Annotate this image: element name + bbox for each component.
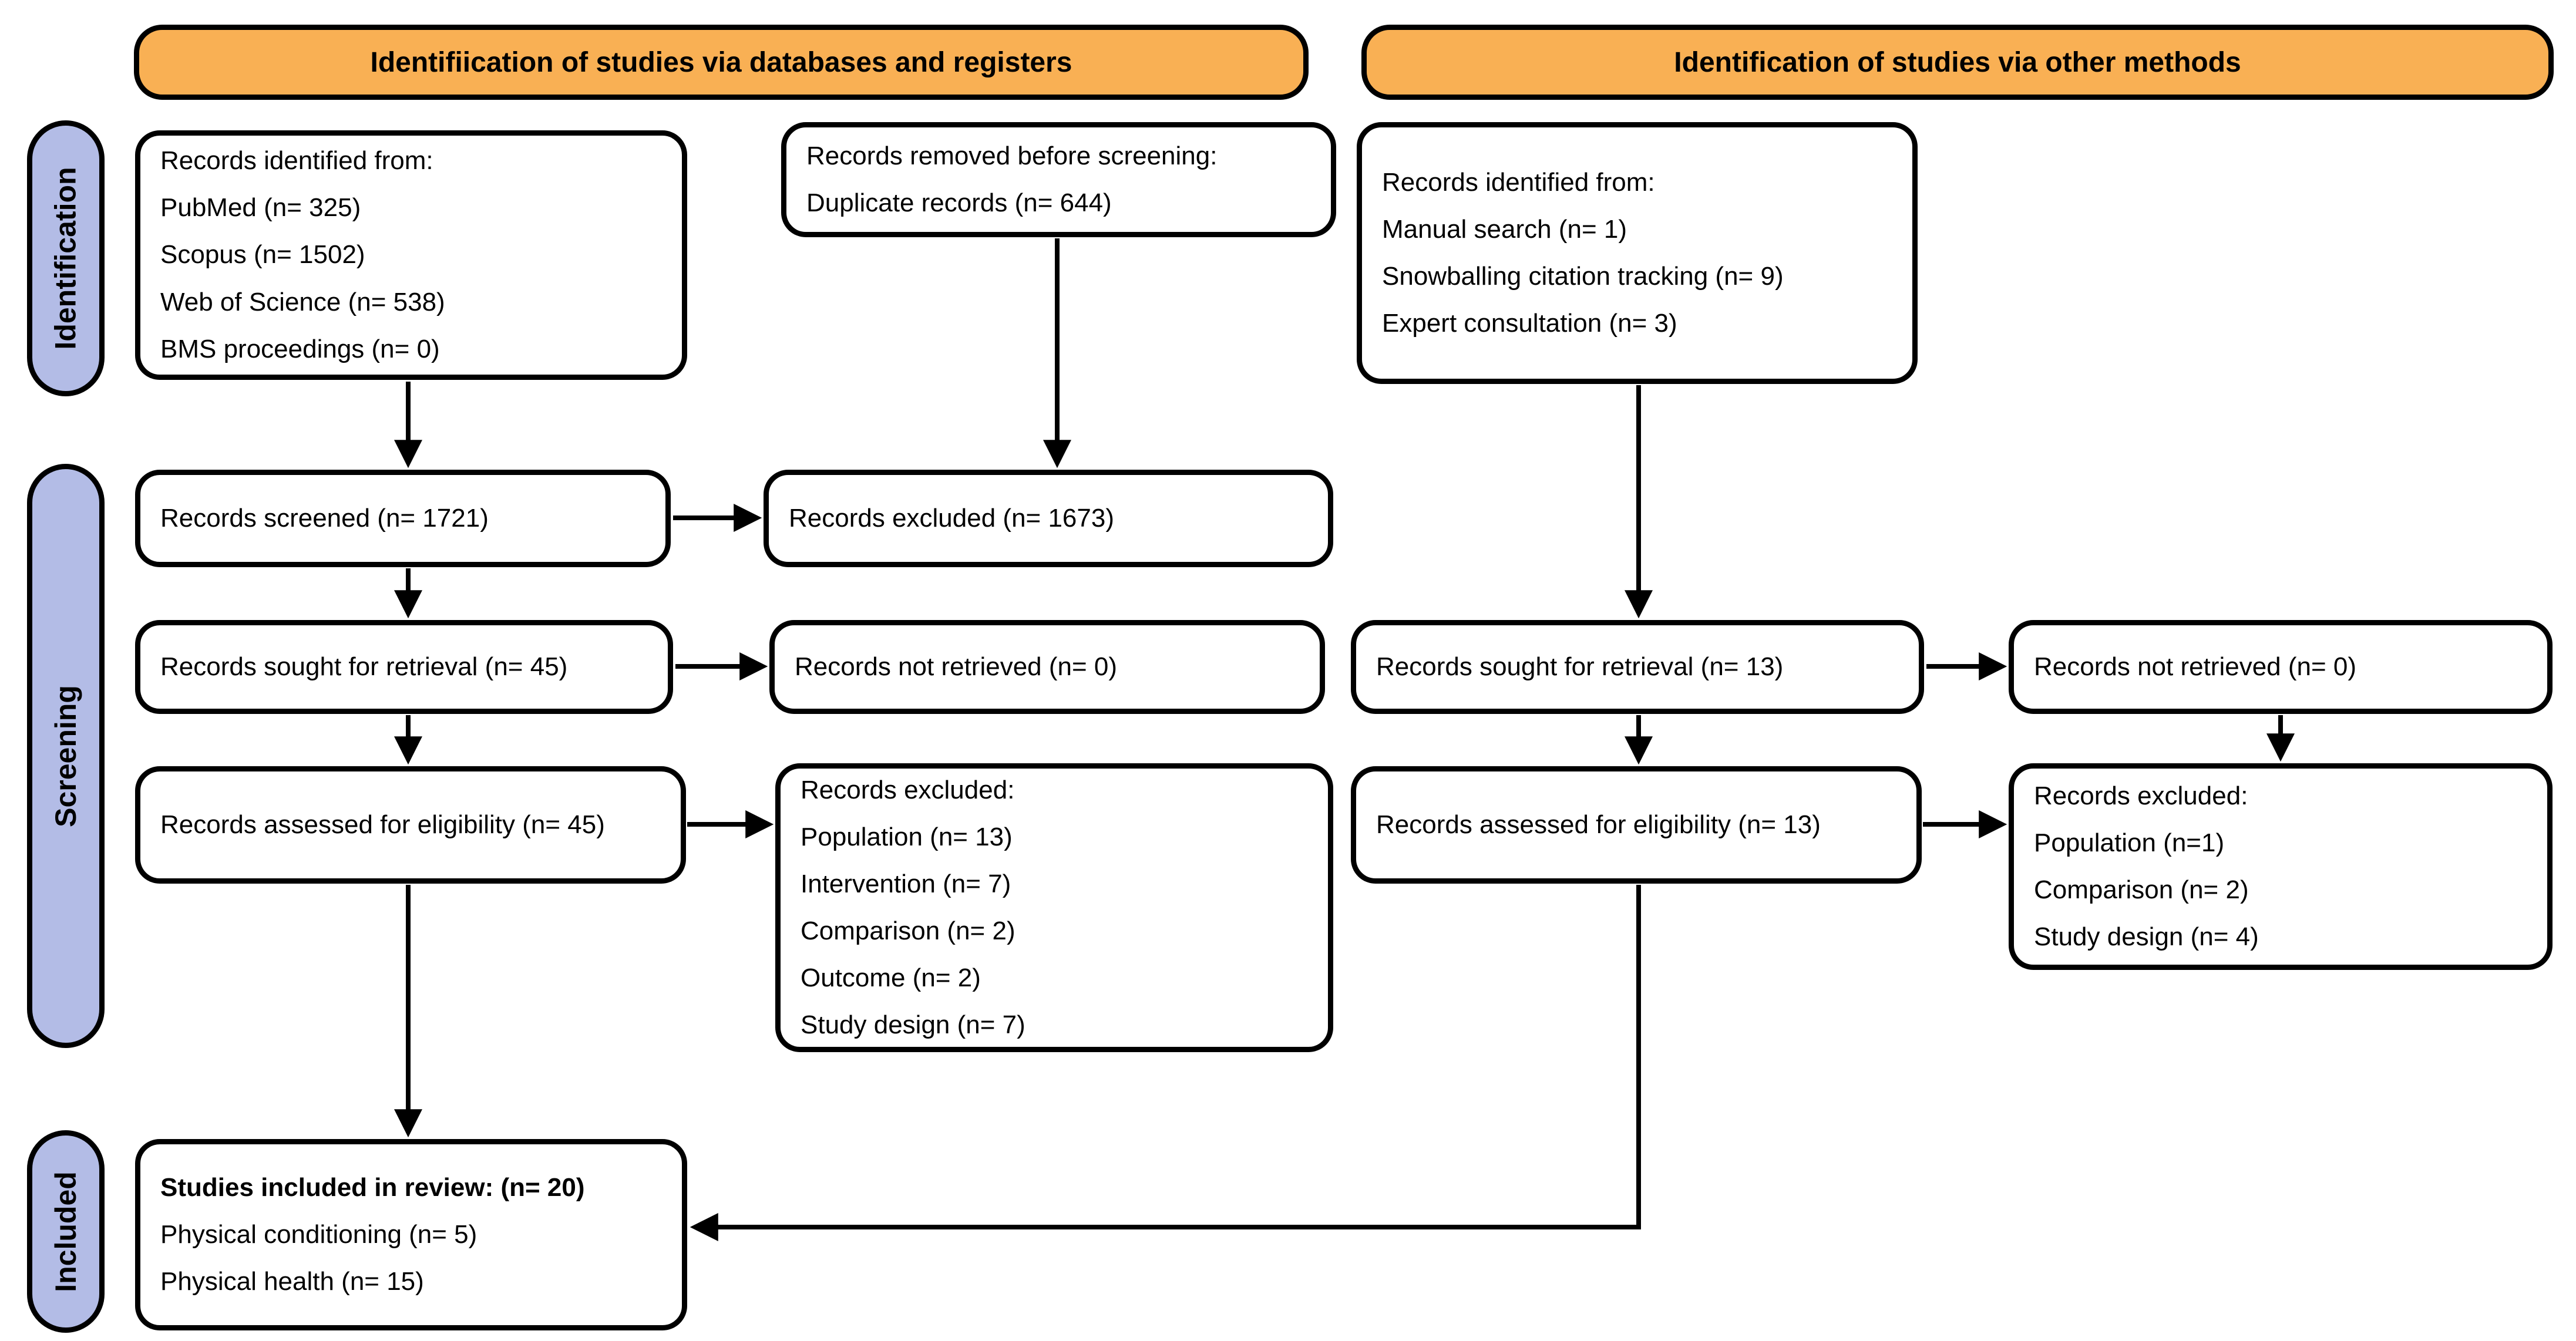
box-line: Records screened (n= 1721) bbox=[160, 503, 489, 533]
header-databases-label: Identifiication of studies via databases… bbox=[370, 46, 1072, 78]
box-other-records-excluded-eligibility: Records excluded: Population (n=1) Compa… bbox=[2009, 763, 2553, 970]
box-line: Records identified from: bbox=[160, 146, 433, 176]
box-db-records-not-retrieved: Records not retrieved (n= 0) bbox=[769, 620, 1325, 714]
box-other-records-assessed: Records assessed for eligibility (n= 13) bbox=[1351, 766, 1922, 884]
box-line: Records assessed for eligibility (n= 45) bbox=[160, 810, 605, 839]
box-line: Scopus (n= 1502) bbox=[160, 240, 365, 269]
box-line: Duplicate records (n= 644) bbox=[806, 188, 1112, 217]
box-line: Studies included in review: (n= 20) bbox=[160, 1172, 585, 1202]
box-line: Records assessed for eligibility (n= 13) bbox=[1376, 810, 1821, 839]
header-other-label: Identification of studies via other meth… bbox=[1674, 46, 2241, 78]
box-line: Intervention (n= 7) bbox=[801, 869, 1011, 898]
box-line: Outcome (n= 2) bbox=[801, 963, 981, 993]
box-other-records-not-retrieved: Records not retrieved (n= 0) bbox=[2009, 620, 2553, 714]
box-line: Study design (n= 4) bbox=[2034, 922, 2259, 952]
stage-screening-label: Screening bbox=[49, 685, 82, 827]
box-line: PubMed (n= 325) bbox=[160, 193, 361, 223]
box-line: Snowballing citation tracking (n= 9) bbox=[1382, 262, 1784, 291]
box-line: Records not retrieved (n= 0) bbox=[795, 652, 1118, 681]
box-records-removed-before-screening: Records removed before screening: Duplic… bbox=[781, 122, 1336, 237]
box-db-records-sought: Records sought for retrieval (n= 45) bbox=[135, 620, 673, 714]
box-studies-included: Studies included in review: (n= 20) Phys… bbox=[135, 1139, 687, 1330]
box-db-records-assessed: Records assessed for eligibility (n= 45) bbox=[135, 766, 686, 884]
box-line: Records removed before screening: bbox=[806, 141, 1218, 170]
box-line: Records identified from: bbox=[1382, 167, 1655, 197]
box-line: Records sought for retrieval (n= 45) bbox=[160, 652, 568, 681]
box-line: Expert consultation (n= 3) bbox=[1382, 309, 1677, 338]
box-line: Physical conditioning (n= 5) bbox=[160, 1219, 477, 1249]
box-line: Web of Science (n= 538) bbox=[160, 287, 445, 316]
box-line: Population (n= 13) bbox=[801, 822, 1013, 851]
stage-identification-label: Identification bbox=[49, 167, 83, 350]
header-other-methods: Identification of studies via other meth… bbox=[1361, 25, 2554, 100]
box-line: Records sought for retrieval (n= 13) bbox=[1376, 652, 1784, 681]
box-line: Records excluded: bbox=[801, 775, 1015, 804]
box-line: Records not retrieved (n= 0) bbox=[2034, 652, 2357, 681]
box-records-identified-other-methods: Records identified from: Manual search (… bbox=[1357, 122, 1918, 384]
box-records-screened: Records screened (n= 1721) bbox=[135, 470, 671, 567]
box-db-records-excluded-eligibility: Records excluded: Population (n= 13) Int… bbox=[775, 763, 1333, 1052]
header-databases-registers: Identifiication of studies via databases… bbox=[134, 25, 1309, 100]
box-line: Comparison (n= 2) bbox=[2034, 875, 2249, 904]
box-line: Study design (n= 7) bbox=[801, 1010, 1025, 1040]
box-line: Manual search (n= 1) bbox=[1382, 214, 1627, 244]
box-line: Physical health (n= 15) bbox=[160, 1267, 424, 1296]
box-line: BMS proceedings (n= 0) bbox=[160, 334, 440, 363]
box-line: Population (n=1) bbox=[2034, 828, 2225, 857]
stage-included: Included bbox=[27, 1130, 105, 1333]
box-line: Records excluded (n= 1673) bbox=[789, 503, 1114, 533]
box-other-records-sought: Records sought for retrieval (n= 13) bbox=[1351, 620, 1924, 714]
stage-included-label: Included bbox=[49, 1171, 83, 1292]
box-records-excluded-screening: Records excluded (n= 1673) bbox=[764, 470, 1333, 567]
stage-screening: Screening bbox=[27, 464, 105, 1048]
box-records-identified-databases: Records identified from: PubMed (n= 325)… bbox=[135, 130, 687, 380]
box-line: Records excluded: bbox=[2034, 781, 2248, 810]
box-line: Comparison (n= 2) bbox=[801, 917, 1015, 945]
stage-identification: Identification bbox=[27, 120, 105, 396]
